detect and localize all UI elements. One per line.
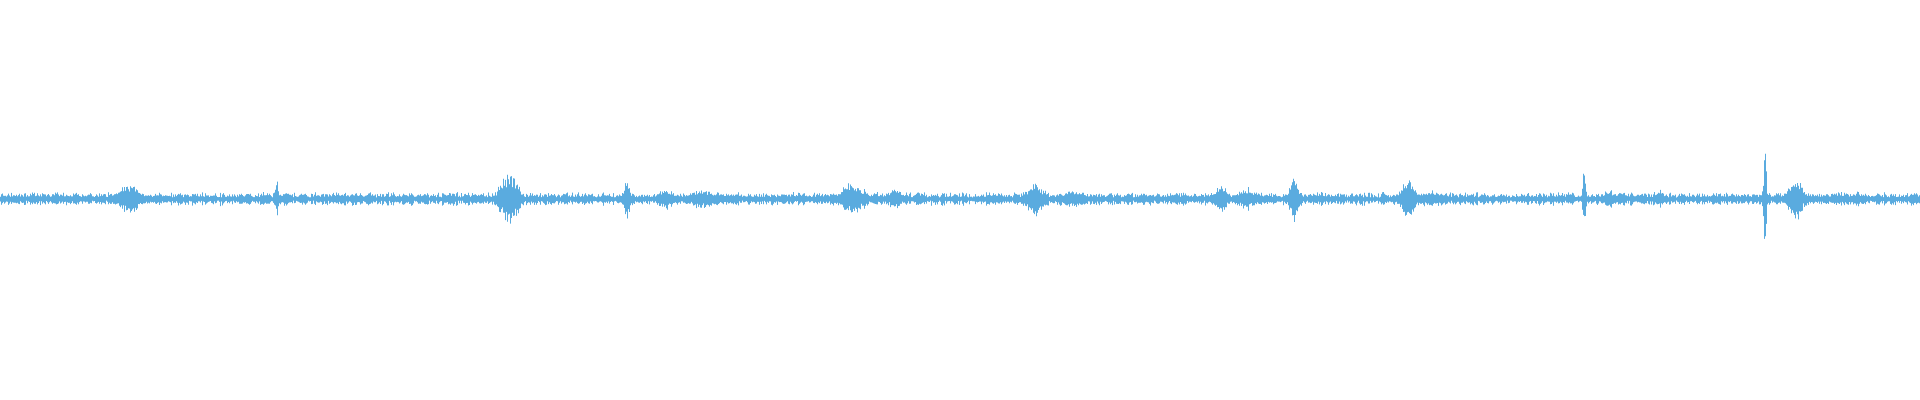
waveform-trace — [0, 153, 1920, 239]
